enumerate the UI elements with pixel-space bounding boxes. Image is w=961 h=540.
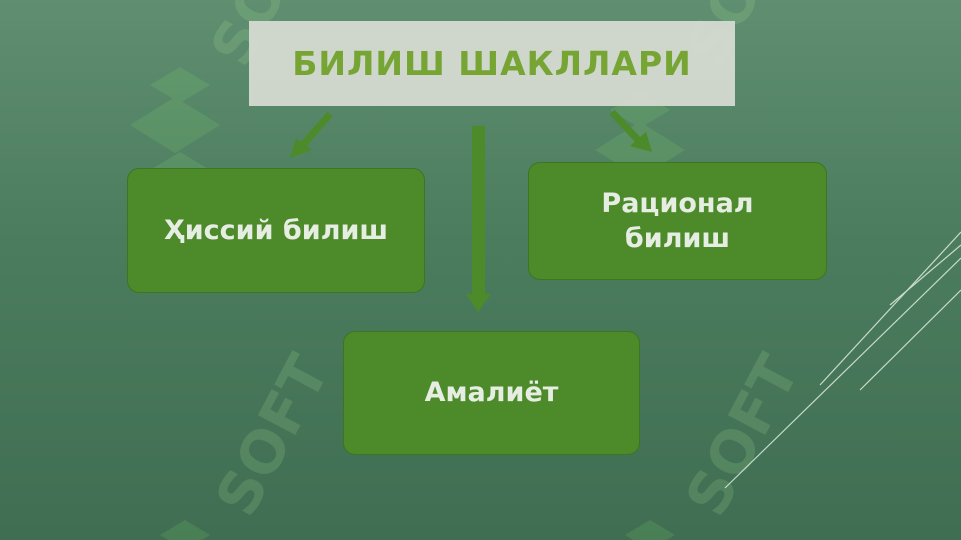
node-rational-label-line1: Рационал	[601, 187, 754, 219]
arrow-to-practice-icon	[466, 126, 491, 312]
arrow-to-rational-icon	[609, 109, 652, 152]
arrow-to-sensory-icon	[290, 111, 333, 158]
watermark-logo-icon	[160, 520, 675, 540]
node-rational-label-line2: билиш	[624, 223, 731, 254]
node-rational-cognition: Рационал билиш	[528, 162, 827, 280]
node-sensory-cognition: Ҳиссий билиш	[127, 168, 425, 293]
diagram-title-box: БИЛИШ ШАКЛЛАРИ	[249, 21, 735, 106]
node-practice-label: Амалиёт	[424, 377, 559, 409]
diagram-title: БИЛИШ ШАКЛЛАРИ	[292, 44, 692, 83]
node-practice: Амалиёт	[343, 331, 640, 455]
node-sensory-label: Ҳиссий билиш	[163, 214, 389, 246]
